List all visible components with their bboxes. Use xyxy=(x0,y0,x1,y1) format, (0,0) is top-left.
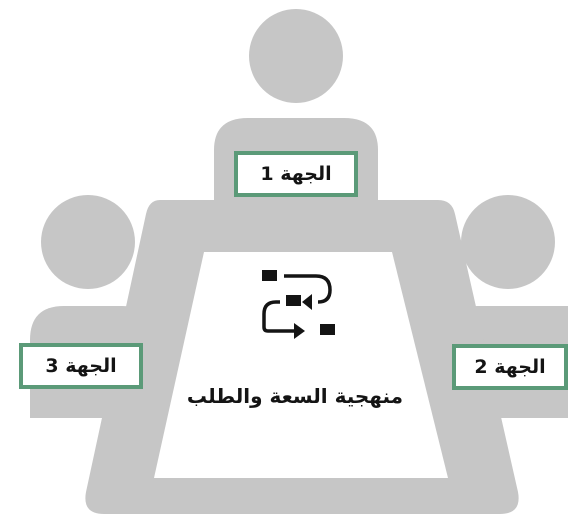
process-flow-icon xyxy=(262,270,335,339)
person-3-head xyxy=(41,195,135,289)
person-2-head xyxy=(461,195,555,289)
party-1-label: الجهة 1 xyxy=(234,151,358,197)
meeting-table-surface xyxy=(154,252,448,478)
person-1-head xyxy=(249,9,343,103)
party-2-label: الجهة 2 xyxy=(452,344,568,390)
party-3-label: الجهة 3 xyxy=(19,343,143,389)
center-title: منهجية السعة والطلب xyxy=(186,384,404,408)
